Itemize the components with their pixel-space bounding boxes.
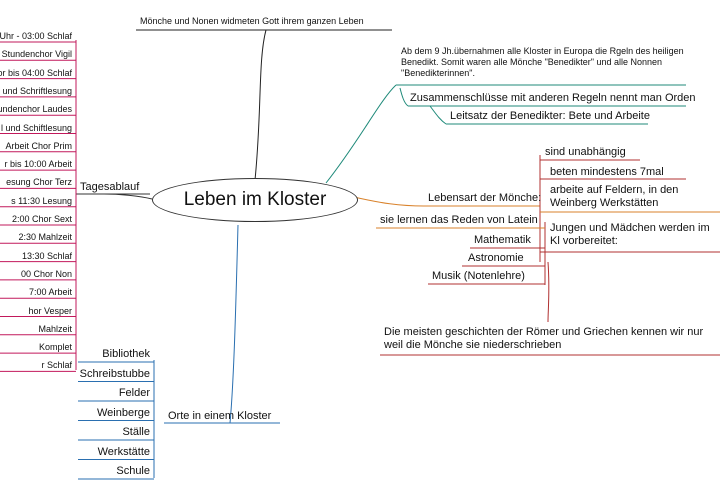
lebensart-label: Lebensart der Mönche: [428, 192, 542, 204]
connector-orte [229, 224, 239, 424]
tagesablauf-item: hor bis 04:00 Schlaf [0, 67, 72, 78]
connector-leitsatz [429, 105, 447, 125]
tagesablauf-item: r bis 10:00 Arbeit [4, 159, 72, 170]
subject-astronomie: Astronomie [468, 252, 524, 264]
tagesablauf-item: Arbeit Chor Prim [5, 140, 72, 151]
tagesablauf-item: 00 Chor Non [20, 268, 72, 279]
tagesablauf-item: l und Schiftlesung [0, 122, 72, 133]
connector-top [254, 29, 267, 181]
connector-lebensart [353, 196, 425, 207]
orte-label: Orte in einem Kloster [168, 410, 272, 422]
tagesablauf-item: 13:30 Schlaf [21, 250, 72, 261]
tagesablauf-item: 7:00 Arbeit [28, 287, 72, 298]
tagesablauf-item: esung Chor Terz [6, 177, 72, 188]
lebensart-item-3: arbeite auf Feldern, in den Weinberg Wer… [550, 184, 679, 209]
subject-latein: sie lernen das Reden von Latein [380, 214, 538, 226]
benediktiner-intro: Ab dem 9 Jh.übernahmen alle Kloster in E… [401, 46, 684, 78]
tagesablauf-item: 0 Uhr - 03:00 Schlaf [0, 31, 72, 41]
connector-tagesablauf [103, 193, 153, 200]
subject-musik: Musik (Notenlehre) [432, 270, 525, 282]
orte-item: Schule [116, 465, 150, 477]
tagesablauf-item: 2:00 Chor Sext [11, 214, 72, 224]
subject-mathematik: Mathematik [474, 234, 531, 246]
orte-item: Weinberge [97, 406, 150, 419]
orte-item: Felder [118, 387, 150, 399]
connector-note [547, 261, 550, 323]
orte-item: Bibliothek [102, 348, 150, 360]
orte-item: Ställe [122, 426, 150, 438]
tagesablauf-item: Komplet [38, 342, 72, 353]
lebensart-item-4: Jungen und Mädchen werden im Kl vorberei… [550, 222, 710, 247]
center-topic: Leben im Kloster [152, 178, 358, 222]
tagesablauf-item: Mahlzeit [38, 323, 72, 334]
tagesablauf-item: 00 Stundenchor Vigil [0, 49, 72, 60]
top-branch-label: Mönche und Nonen widmeten Gott ihrem gan… [140, 16, 364, 26]
tagesablauf-item: 2:30 Mahlzeit [18, 232, 72, 243]
connector-benediktiner [325, 84, 397, 184]
tagesablauf-item: undenchor Laudes [0, 104, 72, 115]
lebensart-item-2: beten mindestens 7mal [550, 166, 664, 178]
tagesablauf-label: Tagesablauf [80, 181, 140, 193]
orte-item: Werkstätte [97, 445, 150, 458]
tagesablauf-item: r Schlaf [41, 360, 72, 371]
benediktiner-leitsatz: Leitsatz der Benedikter: Bete und Arbeit… [450, 110, 650, 122]
tagesablauf-item: hor Vesper [28, 305, 72, 316]
lebensart-note: Die meisten geschichten der Römer und Gr… [384, 326, 704, 351]
orte-item: Schreibstubbe [79, 367, 150, 380]
tagesablauf-item: el und Schriftlesung [0, 85, 72, 96]
lebensart-item-1: sind unabhängig [545, 146, 626, 158]
connector-orden [399, 87, 409, 107]
benediktiner-orden: Zusammenschlüsse mit anderen Regeln nenn… [410, 92, 696, 104]
tagesablauf-item: s 11:30 Lesung [11, 195, 72, 206]
